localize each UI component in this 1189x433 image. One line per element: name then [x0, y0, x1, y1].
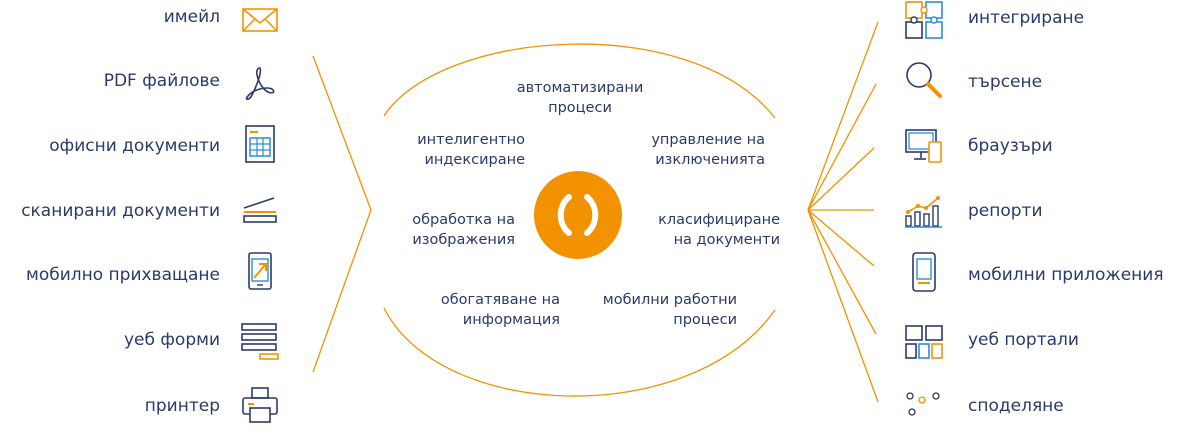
- core-engine-icon: [533, 170, 623, 260]
- input-label-office: офисни документи: [49, 136, 220, 156]
- input-label-email: имейл: [163, 7, 220, 27]
- web-form-icon: [240, 320, 280, 360]
- input-label-scanned: сканирани документи: [21, 201, 220, 221]
- output-label-search: търсене: [968, 72, 1043, 92]
- bar-chart-icon: [904, 190, 944, 230]
- output-label-mobile-apps: мобилни приложения: [968, 265, 1164, 285]
- share-nodes-icon: [904, 386, 944, 426]
- magnifier-icon: [904, 60, 944, 100]
- puzzle-icon: [904, 0, 944, 40]
- output-label-reports: репорти: [968, 201, 1043, 221]
- input-label-printer: принтер: [144, 396, 220, 416]
- mobile-capture-icon: [240, 251, 280, 291]
- printer-icon: [240, 386, 280, 426]
- envelope-icon: [240, 0, 280, 40]
- pdf-icon: [240, 63, 280, 103]
- desktop-devices-icon: [904, 126, 944, 166]
- output-label-browsers: браузъри: [968, 136, 1053, 156]
- input-label-pdf: PDF файлове: [103, 71, 220, 91]
- output-label-sharing: споделяне: [968, 396, 1064, 416]
- web-portal-icon: [904, 322, 944, 362]
- spreadsheet-document-icon: [240, 124, 280, 164]
- output-label-integration: интегриране: [968, 8, 1085, 28]
- output-label-web-portals: уеб портали: [968, 330, 1079, 350]
- input-label-web-forms: уеб форми: [123, 330, 220, 350]
- scanner-icon: [240, 190, 280, 230]
- input-label-mobile-capture: мобилно прихващане: [26, 265, 220, 285]
- smartphone-icon: [904, 252, 944, 292]
